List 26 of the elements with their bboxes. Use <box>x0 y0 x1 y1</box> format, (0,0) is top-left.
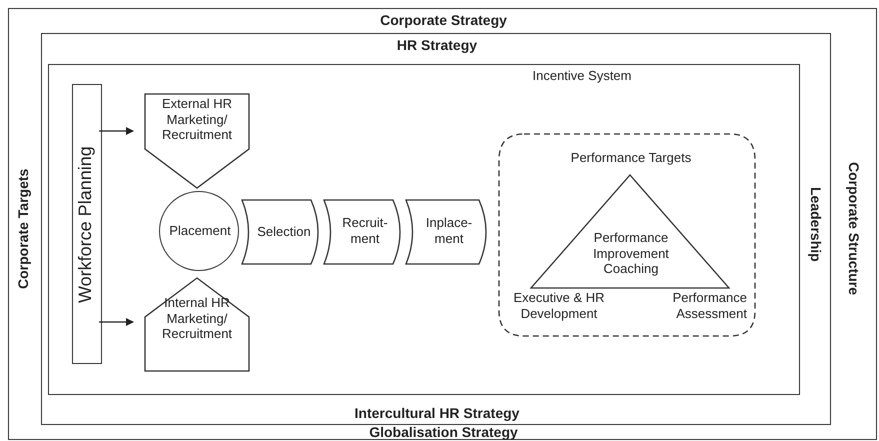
corner-label: Performance Targets <box>570 150 692 166</box>
bar-label: Workforce Planning <box>75 146 96 306</box>
placement-circle <box>159 191 239 271</box>
planning-bar <box>72 84 102 364</box>
frame-title: Corporate Strategy <box>379 12 508 29</box>
shape-label: External HR Marketing/ Recruitment <box>160 96 234 143</box>
arrow <box>99 127 134 135</box>
strategy-frame <box>8 8 877 440</box>
arrow <box>99 318 134 326</box>
frame-title: Intercultural HR Strategy <box>354 405 520 422</box>
frame-title: Globalisation Strategy <box>368 424 519 441</box>
shape-label: Placement <box>168 223 232 239</box>
shape-label: Selection <box>256 224 312 240</box>
shape-label: Internal HR Marketing/ Recruitment <box>160 295 234 342</box>
corner-label: Executive & HR Development <box>512 290 606 322</box>
shape-label: Recruit- ment <box>341 215 389 246</box>
group-heading: Incentive System <box>532 68 632 84</box>
triangle-label: Performance Improvement Coaching <box>592 230 670 277</box>
shape-label: Inplace- ment <box>424 215 474 246</box>
frame-title: Corporate Targets <box>15 168 32 292</box>
frame-title: HR Strategy <box>396 37 478 54</box>
inner-frame <box>48 64 800 395</box>
corner-label: Performance Assessment <box>672 290 747 322</box>
frame-title: Corporate Structure <box>845 161 862 298</box>
frame-title: Leadership <box>807 186 824 264</box>
hr-strategy-frame <box>41 33 831 425</box>
